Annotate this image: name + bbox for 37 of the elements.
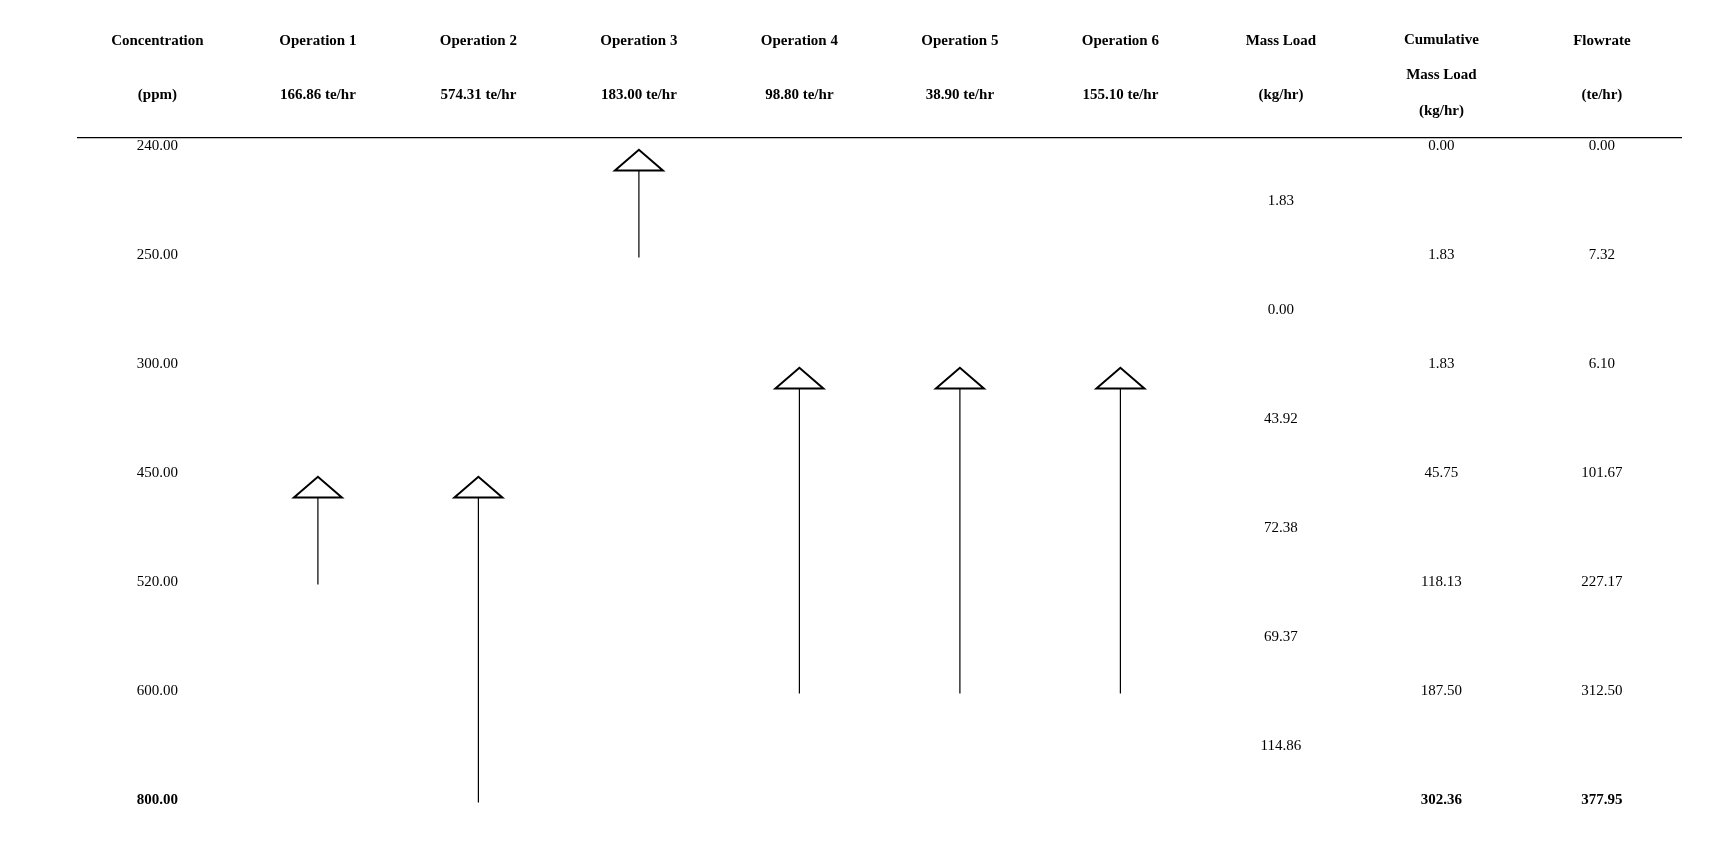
flowrate-value: 7.32 <box>1588 246 1615 264</box>
concentration-value: 800.00 <box>136 791 178 809</box>
cumulative-load-value: 118.13 <box>1421 573 1462 591</box>
flowrate-value: 0.00 <box>1588 137 1615 155</box>
concentration-value: 600.00 <box>136 682 178 700</box>
mass-load-value: 72.38 <box>1264 519 1298 537</box>
flowrate-value: 101.67 <box>1581 464 1623 482</box>
cumulative-load-value: 187.50 <box>1420 682 1462 700</box>
flowrate-value: 227.17 <box>1581 573 1623 591</box>
concentration-value: 300.00 <box>136 355 178 373</box>
column-header: Cumulative Mass Load (kg/hr) <box>1402 29 1480 121</box>
cumulative-load-value: 0.00 <box>1428 137 1455 155</box>
cumulative-load-value: 1.83 <box>1428 355 1455 373</box>
column-header: Operation 5 38.90 te/hr <box>920 30 1000 104</box>
column-header: Operation 3 183.00 te/hr <box>599 30 679 104</box>
flowrate-value: 312.50 <box>1581 682 1623 700</box>
column-header: Concentration (ppm) <box>110 30 205 104</box>
column-header: Flowrate (te/hr) <box>1572 30 1632 104</box>
concentration-value: 450.00 <box>136 464 178 482</box>
column-header: Operation 2 574.31 te/hr <box>438 30 518 104</box>
concentration-value: 250.00 <box>136 246 178 264</box>
cumulative-load-value: 302.36 <box>1420 791 1462 809</box>
mass-load-value: 69.37 <box>1264 628 1298 646</box>
column-header: Operation 4 98.80 te/hr <box>759 30 839 104</box>
mass-load-value: 1.83 <box>1267 192 1294 210</box>
mass-load-value: 0.00 <box>1267 301 1294 319</box>
mass-load-value: 114.86 <box>1260 737 1302 755</box>
column-header: Operation 1 166.86 te/hr <box>278 30 358 104</box>
cumulative-load-value: 1.83 <box>1428 246 1455 264</box>
column-header: Mass Load (kg/hr) <box>1244 30 1318 104</box>
column-header: Operation 6 155.10 te/hr <box>1080 30 1160 104</box>
concentration-value: 240.00 <box>136 137 178 155</box>
flowrate-value: 6.10 <box>1588 355 1615 373</box>
cumulative-load-value: 45.75 <box>1424 464 1459 482</box>
concentration-value: 520.00 <box>136 573 178 591</box>
mass-load-value: 43.92 <box>1264 410 1298 428</box>
flowrate-value: 377.95 <box>1581 791 1623 809</box>
